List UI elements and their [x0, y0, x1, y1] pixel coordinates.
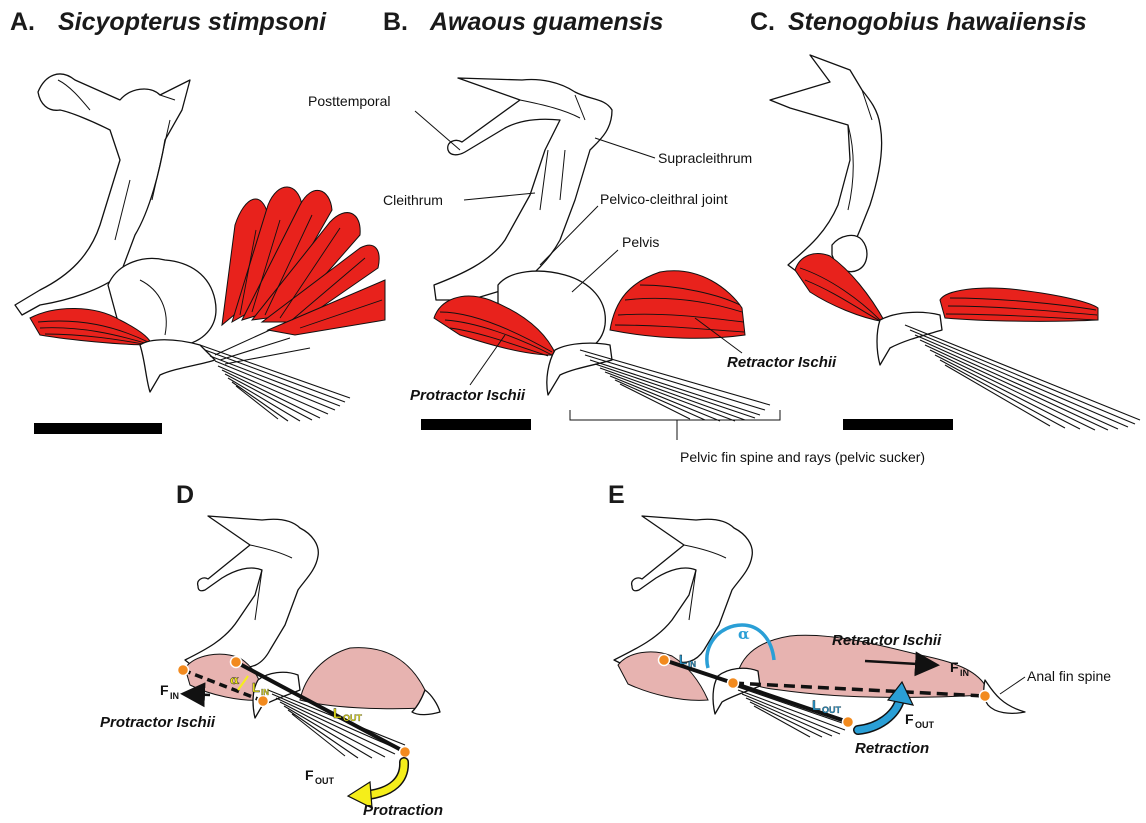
svg-text:L: L	[812, 697, 821, 713]
panel-d-pivot-joint	[231, 657, 242, 668]
panel-a-letter: A.	[10, 8, 35, 36]
panel-c-letter: C.	[750, 8, 775, 36]
panel-d-f-out: F OUT	[305, 767, 335, 786]
svg-text:F: F	[160, 682, 169, 698]
panel-a-pelvic-fin-rays	[140, 330, 350, 421]
panel-d-alpha: α	[230, 673, 239, 687]
panel-c-retractor-muscle	[940, 288, 1098, 321]
scale-bar-b	[421, 419, 531, 430]
panel-e-muscle-label: Retractor Ischii	[832, 632, 942, 649]
panel-d-pivot-tip	[400, 747, 411, 758]
panel-e-pivot-origin	[980, 691, 991, 702]
svg-text:OUT: OUT	[915, 720, 935, 730]
label-pelvico-cleithral-joint: Pelvico-cleithral joint	[600, 191, 728, 207]
panel-d-f-in-arrow	[185, 694, 210, 695]
panel-a-retractor-muscle	[222, 187, 385, 335]
svg-text:L: L	[679, 652, 687, 667]
panel-c-pectoral-girdle	[770, 55, 882, 285]
panel-e: E α L IN L OUT	[608, 481, 1111, 757]
label-supracleithrum: Supracleithrum	[658, 150, 752, 166]
svg-text:OUT: OUT	[822, 705, 842, 715]
leader-supracleithrum	[595, 138, 655, 158]
label-cleithrum: Cleithrum	[383, 192, 443, 208]
leader-anal-fin-spine	[1000, 677, 1025, 694]
panel-b-retractor-muscle	[610, 271, 745, 338]
scale-bar-a	[34, 423, 162, 434]
label-anal-fin-spine: Anal fin spine	[1027, 668, 1111, 684]
panel-a-species: Sicyopterus stimpsoni	[58, 8, 327, 36]
panel-d-retractor-muscle	[300, 648, 440, 715]
svg-text:OUT: OUT	[315, 776, 335, 786]
svg-text:L: L	[333, 705, 342, 721]
panel-d: D α L IN L OUT	[100, 481, 443, 819]
label-pelvis: Pelvis	[622, 234, 659, 250]
svg-text:F: F	[905, 711, 914, 727]
panel-b: B. Awaous guamensis	[383, 8, 770, 430]
panel-d-muscle-label: Protractor Ischii	[100, 714, 216, 731]
svg-text:OUT: OUT	[343, 713, 363, 723]
panel-e-pivot-insertion	[728, 678, 739, 689]
panel-a-pectoral-girdle	[15, 74, 216, 346]
svg-text:IN: IN	[688, 660, 696, 669]
label-protractor-ischii: Protractor Ischii	[410, 387, 526, 404]
svg-text:IN: IN	[960, 668, 969, 678]
panel-c-species: Stenogobius hawaiiensis	[788, 8, 1087, 36]
svg-text:IN: IN	[261, 688, 269, 697]
leader-pelvis	[572, 250, 618, 292]
panel-e-f-out: F OUT	[905, 711, 935, 730]
panel-e-pectoral-girdle	[614, 516, 752, 668]
svg-text:L: L	[252, 680, 260, 695]
panel-d-pectoral-girdle	[185, 516, 318, 672]
svg-text:IN: IN	[170, 691, 179, 701]
svg-text:F: F	[305, 767, 314, 783]
scale-bar-c	[843, 419, 953, 430]
panel-e-letter: E	[608, 481, 625, 509]
panel-d-pivot-origin	[178, 665, 189, 676]
panel-c-pelvic-fin-rays	[877, 312, 1140, 430]
label-posttemporal: Posttemporal	[308, 93, 390, 109]
label-pelvic-fin: Pelvic fin spine and rays (pelvic sucker…	[680, 449, 925, 465]
panel-b-species: Awaous guamensis	[429, 8, 663, 36]
label-retractor-ischii: Retractor Ischii	[727, 354, 837, 371]
panel-e-l-out: L OUT	[812, 697, 842, 715]
panel-e-pivot-joint	[659, 655, 670, 666]
leader-posttemporal	[415, 111, 460, 150]
panel-d-pivot-insertion	[258, 696, 269, 707]
svg-text:F: F	[950, 659, 959, 675]
panel-e-pivot-tip	[843, 717, 854, 728]
panel-d-motion-label: Protraction	[363, 802, 443, 819]
panel-a: A. Sicyopterus stimpsoni	[10, 8, 385, 434]
bracket-pelvic-fin	[570, 410, 780, 440]
panel-d-letter: D	[176, 481, 194, 509]
panel-c-protractor-muscle	[795, 254, 885, 322]
leader-cleithrum	[464, 193, 535, 200]
panel-d-f-in: F IN	[160, 682, 179, 701]
panel-e-alpha: α	[738, 625, 750, 643]
panel-e-motion-label: Retraction	[855, 740, 929, 757]
panel-b-letter: B.	[383, 8, 408, 36]
